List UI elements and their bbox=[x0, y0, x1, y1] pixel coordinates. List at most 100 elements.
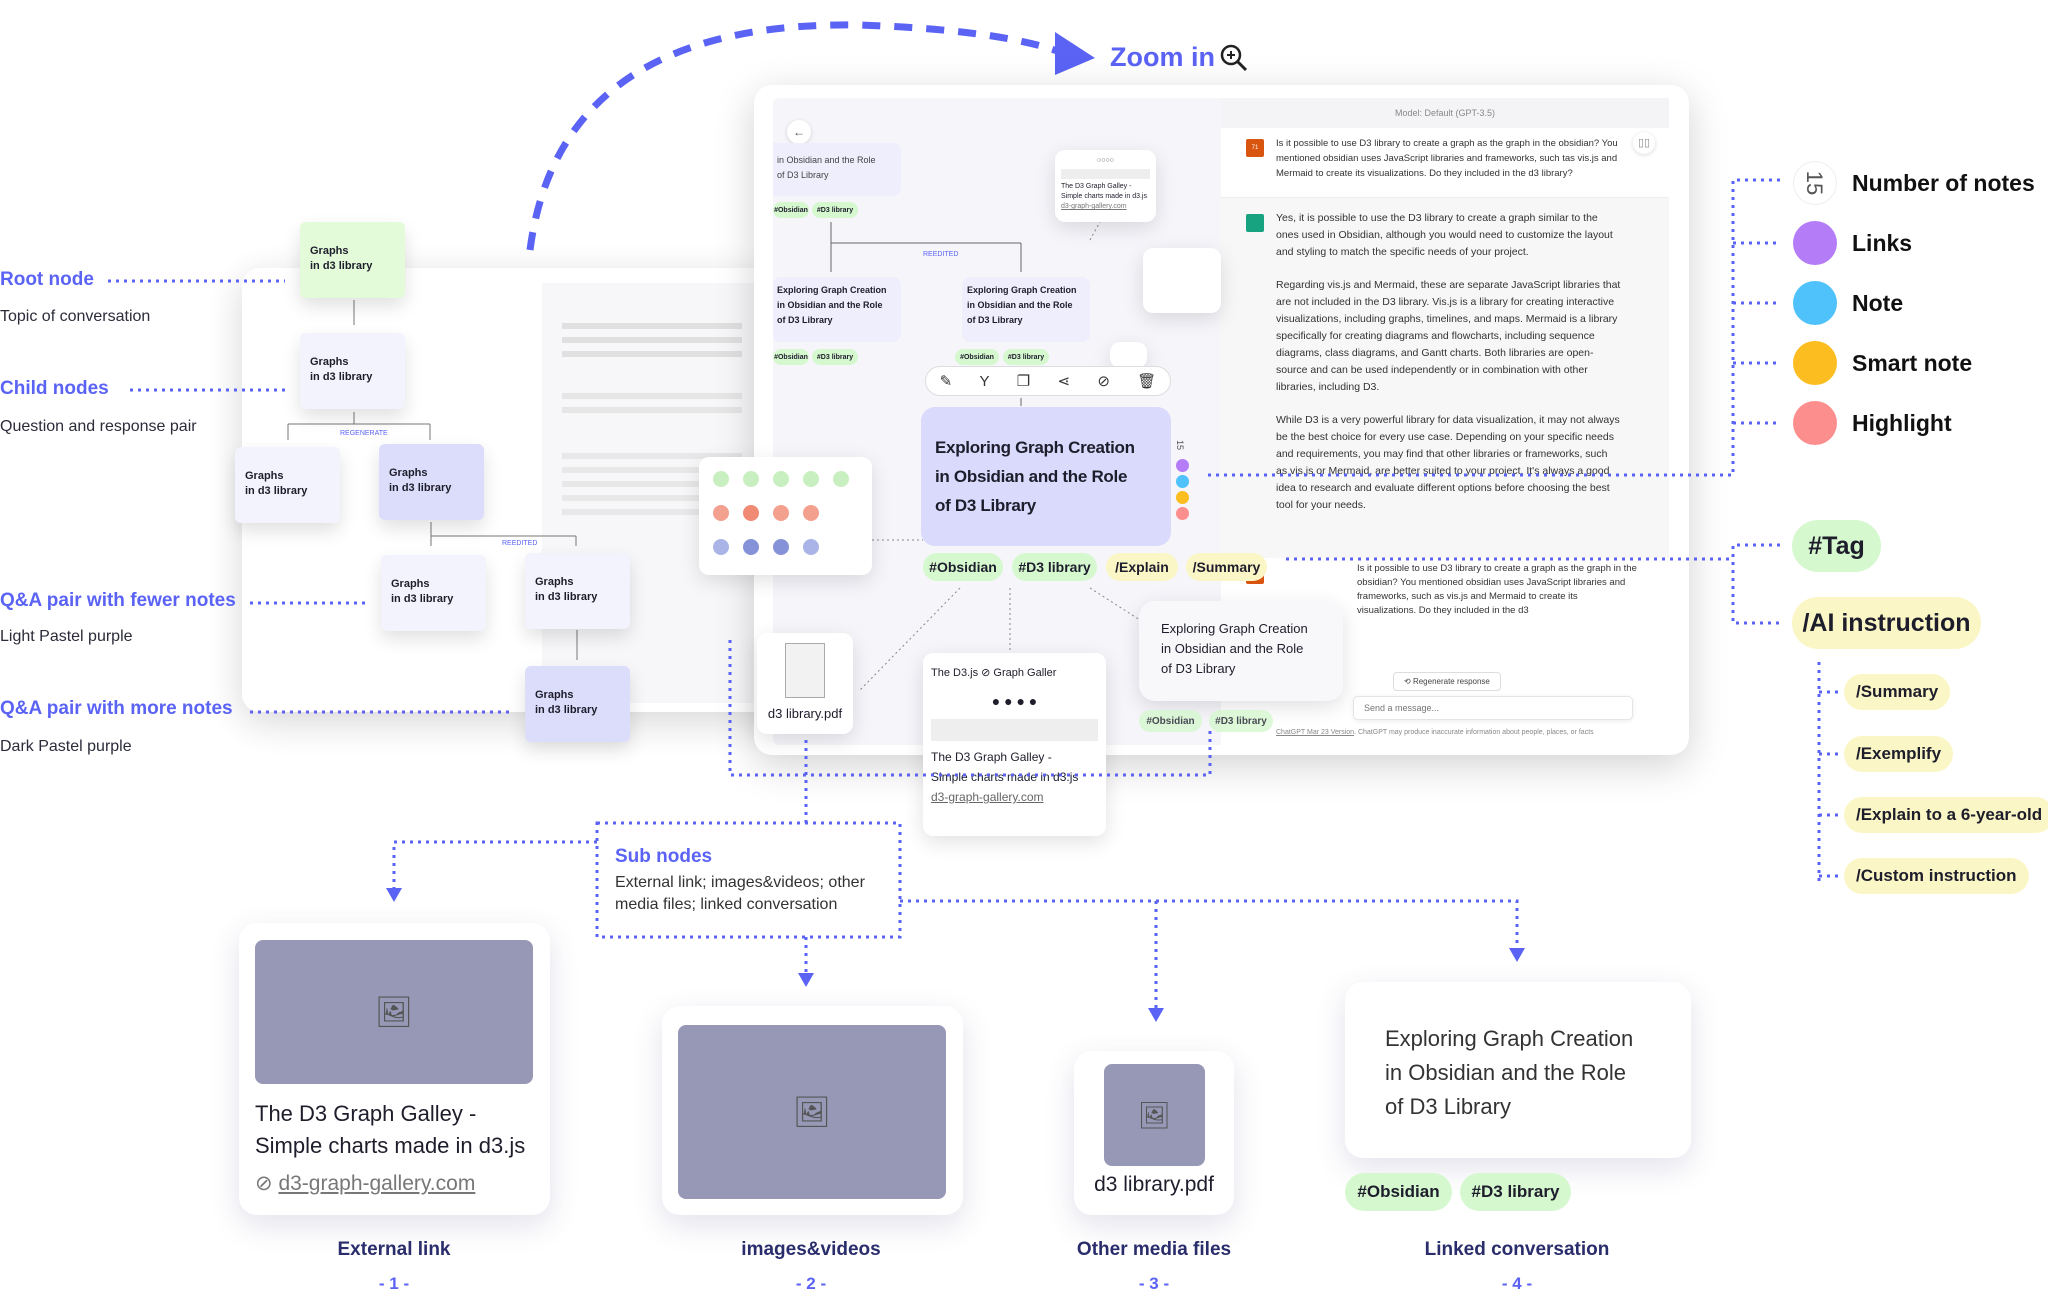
note-count: 15 bbox=[1175, 439, 1186, 451]
tag-obsidian[interactable]: #Obsidian bbox=[955, 349, 999, 365]
child-nodes-label: Child nodes bbox=[0, 378, 109, 399]
share-icon[interactable]: ⋖ bbox=[1057, 373, 1071, 390]
user-avatar: 71 bbox=[1246, 139, 1264, 157]
site-logo-icon: ⊘ bbox=[255, 1172, 273, 1195]
regenerate-label: REGENERATE bbox=[340, 430, 388, 437]
images-videos-card[interactable]: 🖼 bbox=[662, 1006, 963, 1215]
fewer-notes-desc: Light Pastel purple bbox=[0, 628, 133, 645]
zoom-in-label: Zoom in bbox=[1110, 42, 1249, 73]
tag-obsidian[interactable]: #Obsidian bbox=[923, 553, 1003, 581]
branch-icon[interactable]: Y bbox=[979, 372, 990, 390]
back-button[interactable]: ← bbox=[787, 120, 811, 144]
assistant-message: While D3 is a very powerful library for … bbox=[1276, 414, 1620, 511]
card-url-link[interactable]: d3-graph-gallery.com bbox=[278, 1172, 476, 1195]
legend-note: Note bbox=[1852, 290, 1904, 316]
assistant-avatar bbox=[1246, 214, 1264, 232]
tag-obsidian[interactable]: #Obsidian bbox=[1139, 710, 1202, 732]
image-icon: 🖼 bbox=[374, 995, 414, 1029]
instruction-summary[interactable]: /Summary bbox=[1186, 553, 1267, 581]
subnodes-title: Sub nodes bbox=[615, 846, 713, 867]
legend-number-of-notes: Number of notes bbox=[1852, 170, 2035, 196]
image-placeholder: 🖼 bbox=[678, 1025, 946, 1199]
delete-icon[interactable]: 🗑 bbox=[1137, 373, 1157, 390]
tag-d3-library[interactable]: #D3 library bbox=[812, 202, 858, 218]
instruction-explain-6yo: /Explain to a 6-year-old bbox=[1844, 797, 2048, 833]
smart-note-legend-dot bbox=[1793, 341, 1837, 385]
caption-external-link: External link bbox=[337, 1239, 451, 1260]
image-icon: 🖼 bbox=[792, 1095, 832, 1129]
more-notes-desc: Dark Pastel purple bbox=[0, 738, 132, 755]
number-1: - 1 - bbox=[378, 1274, 410, 1293]
message-input[interactable] bbox=[1353, 696, 1633, 720]
zoom-in-icon bbox=[1220, 44, 1248, 71]
book-icon[interactable]: ▯▯ bbox=[1633, 132, 1655, 154]
copy-icon[interactable]: ❐ bbox=[1016, 373, 1031, 390]
tag-d3-library[interactable]: #D3 library bbox=[1012, 553, 1097, 581]
user-message: Is it possible to use D3 library to crea… bbox=[1357, 563, 1637, 616]
links-indicator bbox=[1176, 459, 1189, 472]
hide-icon[interactable]: ⊘ bbox=[1097, 373, 1110, 390]
highlight-indicator bbox=[1176, 507, 1189, 520]
assistant-message: Regarding vis.js and Mermaid, these are … bbox=[1276, 279, 1621, 393]
assistant-message: Yes, it is possible to use the D3 librar… bbox=[1276, 212, 1613, 258]
pdf-subnode[interactable]: d3 library.pdf bbox=[757, 633, 853, 734]
instruction-custom: /Custom instruction bbox=[1844, 858, 2029, 894]
number-2: - 2 - bbox=[795, 1274, 827, 1293]
legend-smart-note: Smart note bbox=[1852, 350, 1973, 376]
reedited-label: REEDITED bbox=[923, 251, 959, 258]
legend-tag: #Tag bbox=[1792, 520, 1881, 572]
tag-obsidian[interactable]: #Obsidian bbox=[773, 202, 809, 218]
legend-ai-instruction: /AI instruction bbox=[1792, 597, 1981, 649]
tag-obsidian[interactable]: #Obsidian bbox=[1345, 1173, 1452, 1211]
caption-images-videos: images&videos bbox=[741, 1239, 881, 1260]
footer-text: ChatGPT Mar 23 Version. ChatGPT may prod… bbox=[1276, 729, 1594, 736]
d3-logo-icon: ⊘ bbox=[981, 667, 991, 679]
model-header: Model: Default (GPT-3.5) bbox=[1221, 98, 1669, 128]
regenerate-button[interactable]: ⟲ Regenerate response bbox=[1393, 672, 1501, 691]
image-icon: 🖼 bbox=[1137, 1099, 1171, 1130]
version-link[interactable]: ChatGPT Mar 23 Version bbox=[1276, 729, 1355, 736]
reedited-label: REEDITED bbox=[502, 540, 538, 547]
caption-media-files: Other media files bbox=[1076, 1239, 1232, 1260]
tag-obsidian[interactable]: #Obsidian bbox=[773, 349, 809, 365]
instruction-explain[interactable]: /Explain bbox=[1106, 553, 1178, 581]
link-url[interactable]: d3-graph-gallery.com bbox=[931, 790, 1044, 804]
media-file-card[interactable]: 🖼 d3 library.pdf bbox=[1074, 1051, 1234, 1215]
root-node-desc: Topic of conversation bbox=[0, 308, 151, 325]
node-toolbar: ✎ Y ❐ ⋖ ⊘ 🗑 bbox=[925, 366, 1171, 396]
highlight-legend-dot bbox=[1793, 401, 1837, 445]
edit-icon[interactable]: ✎ bbox=[939, 373, 953, 390]
tag-d3-library[interactable]: #D3 library bbox=[1003, 349, 1049, 365]
tag-d3-library[interactable]: #D3 library bbox=[1209, 710, 1273, 732]
link-subnode[interactable]: The D3.js ⊘ Graph Galler ● ● ● ● The D3 … bbox=[923, 653, 1106, 836]
instruction-summary: /Summary bbox=[1844, 674, 1951, 710]
image-placeholder: 🖼 bbox=[255, 940, 533, 1084]
tag-d3-library[interactable]: #D3 library bbox=[812, 349, 858, 365]
caption-linked-conversation: Linked conversation bbox=[1424, 1239, 1610, 1260]
note-indicator bbox=[1176, 475, 1189, 488]
chart-gallery-card[interactable] bbox=[699, 457, 872, 575]
pdf-thumbnail[interactable] bbox=[1110, 342, 1147, 368]
chart-thumbnail[interactable] bbox=[1143, 248, 1221, 313]
smart-note-indicator bbox=[1176, 491, 1189, 504]
external-link-card[interactable]: 🖼 The D3 Graph Galley -Simple charts mad… bbox=[239, 923, 550, 1215]
legend-highlight: Highlight bbox=[1852, 410, 1952, 436]
link-card-mini[interactable]: ○○○○ The D3 Graph Galley -Simple charts … bbox=[1055, 150, 1156, 222]
legend-links: Links bbox=[1852, 230, 1913, 256]
tag-d3-library[interactable]: #D3 library bbox=[1460, 1173, 1571, 1211]
number-3: - 3 - bbox=[1138, 1274, 1170, 1293]
child-nodes-desc: Question and response pair bbox=[0, 418, 197, 435]
